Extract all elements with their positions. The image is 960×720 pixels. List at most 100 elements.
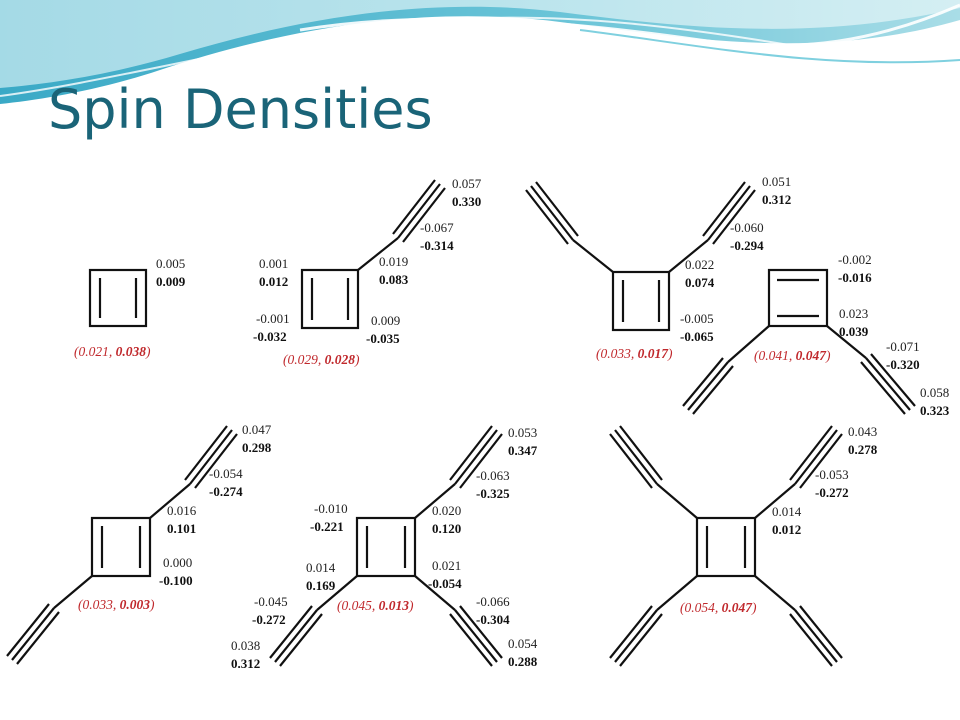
spin-label-top: 0.038 xyxy=(231,638,260,653)
spin-label-bottom: -0.054 xyxy=(428,576,462,591)
bond-line xyxy=(454,609,498,663)
bond-line xyxy=(53,575,93,609)
bond-line xyxy=(414,575,456,611)
bond-line xyxy=(609,433,653,489)
bond-line xyxy=(525,189,569,245)
bond-line xyxy=(656,575,698,611)
spin-label-bottom: 0.347 xyxy=(508,443,538,458)
spin-label-bottom: 0.009 xyxy=(156,274,186,289)
spin-value: 0.029 xyxy=(288,352,319,367)
spin-value: 0.017 xyxy=(638,346,670,361)
spin-label-top: -0.054 xyxy=(209,466,243,481)
spin-pair-label: (0.033, 0.003) xyxy=(78,597,155,612)
spin-label-bottom: -0.320 xyxy=(886,357,920,372)
spin-label-bottom: -0.065 xyxy=(680,329,714,344)
spin-value: 0.041 xyxy=(759,348,789,363)
spin-label-bottom: -0.274 xyxy=(209,484,243,499)
spin-label-top: 0.014 xyxy=(772,504,802,519)
bond-line xyxy=(449,425,493,481)
spin-label-bottom: -0.221 xyxy=(310,519,344,534)
spin-label-top: 0.020 xyxy=(432,503,461,518)
bond-line xyxy=(88,268,148,328)
spin-label-bottom: -0.032 xyxy=(253,329,287,344)
spin-label-top: -0.053 xyxy=(815,467,849,482)
bond-line xyxy=(789,425,833,481)
spin-label-bottom: -0.035 xyxy=(366,331,400,346)
molecule-6: 0.053 0.347 -0.063 -0.325 -0.010 -0.221 … xyxy=(231,425,538,671)
spin-label-bottom: 0.012 xyxy=(772,522,801,537)
spin-label-bottom: 0.312 xyxy=(762,192,791,207)
molecule-7: 0.043 0.278 -0.053 -0.272 0.014 0.012 (0… xyxy=(609,424,878,667)
spin-label-top: -0.071 xyxy=(886,339,920,354)
spin-value: 0.033 xyxy=(83,597,114,612)
bond-line xyxy=(194,433,238,489)
spin-label-bottom: 0.323 xyxy=(920,403,950,418)
spin-label-top: -0.060 xyxy=(730,220,764,235)
bond-line xyxy=(754,483,796,519)
spin-label-top: 0.022 xyxy=(685,257,714,272)
spin-label-top: 0.005 xyxy=(156,256,185,271)
bond-line xyxy=(767,268,829,328)
bond-line xyxy=(826,325,867,359)
bond-line xyxy=(414,483,456,519)
molecule-2: 0.057 0.330 -0.067 -0.314 0.019 0.083 0.… xyxy=(253,176,482,367)
spin-value: 0.054 xyxy=(685,600,716,615)
spin-label-top: -0.002 xyxy=(838,252,872,267)
bond-line xyxy=(279,613,323,667)
bond-line xyxy=(870,353,916,407)
spin-label-top: 0.023 xyxy=(839,306,868,321)
bond-line xyxy=(712,189,756,245)
spin-label-bottom: -0.294 xyxy=(730,238,764,253)
spin-label-bottom: 0.298 xyxy=(242,440,272,455)
bond-line xyxy=(16,611,60,665)
bond-line xyxy=(609,605,653,659)
spin-value: 0.047 xyxy=(796,348,828,363)
spin-label-top: 0.014 xyxy=(306,560,336,575)
spin-value: 0.038 xyxy=(116,344,147,359)
bond-line xyxy=(454,429,498,485)
bond-line xyxy=(392,179,436,235)
bond-line xyxy=(687,361,729,411)
bond-line xyxy=(357,237,399,271)
spin-label-bottom: -0.100 xyxy=(159,573,193,588)
spin-pair-label: (0.029, 0.028) xyxy=(283,352,360,367)
bond-line xyxy=(656,483,698,519)
bond-line xyxy=(274,609,318,663)
spin-label-top: 0.047 xyxy=(242,422,272,437)
bond-line xyxy=(794,429,838,485)
spin-label-bottom: -0.325 xyxy=(476,486,510,501)
bond-line xyxy=(668,239,709,273)
bond-line xyxy=(695,516,757,578)
spin-label-top: 0.021 xyxy=(432,558,461,573)
spin-label-bottom: 0.330 xyxy=(452,194,481,209)
spin-pair-label: (0.033, 0.017) xyxy=(596,346,673,361)
spin-label-top: 0.058 xyxy=(920,385,949,400)
bond-line xyxy=(402,187,446,243)
bond-line xyxy=(11,607,55,661)
spin-label-top: 0.019 xyxy=(379,254,408,269)
spin-label-bottom: 0.278 xyxy=(848,442,878,457)
molecule-1: 0.005 0.009 (0.021, 0.038) xyxy=(74,256,186,359)
spin-label-bottom: -0.272 xyxy=(252,612,286,627)
spin-label-bottom: 0.288 xyxy=(508,654,538,669)
spin-label-top: -0.001 xyxy=(256,311,290,326)
spin-label-top: -0.067 xyxy=(420,220,454,235)
bond-line xyxy=(459,605,503,659)
bond-line xyxy=(189,429,233,485)
bond-line xyxy=(614,429,658,485)
bond-line xyxy=(449,613,493,667)
spin-label-top: 0.009 xyxy=(371,313,400,328)
bond-line xyxy=(6,603,50,657)
bond-line xyxy=(535,181,579,237)
bond-line xyxy=(860,361,906,415)
spin-label-bottom: -0.314 xyxy=(420,238,454,253)
spin-label-top: -0.005 xyxy=(680,311,714,326)
spin-value: 0.003 xyxy=(120,597,151,612)
spin-label-top: 0.000 xyxy=(163,555,192,570)
bond-line xyxy=(149,483,191,519)
bond-line xyxy=(397,183,441,239)
bond-line xyxy=(572,239,614,273)
spin-pair-label: (0.045, 0.013) xyxy=(337,598,414,613)
spin-label-top: 0.053 xyxy=(508,425,537,440)
bond-line xyxy=(619,613,663,667)
